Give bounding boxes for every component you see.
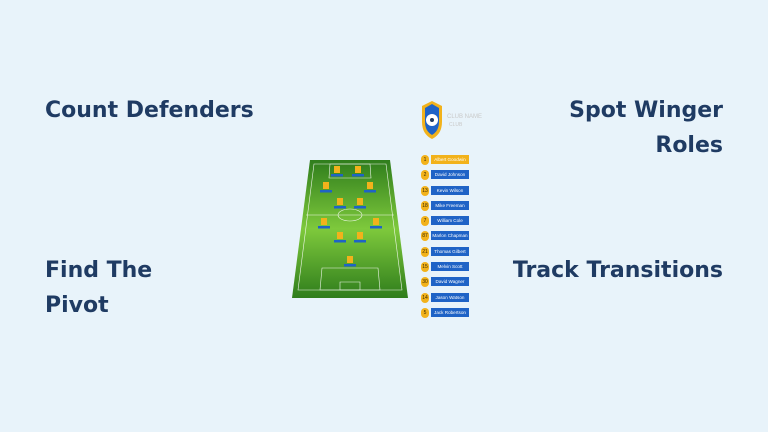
player-marker — [352, 166, 364, 177]
player-number: 14 — [421, 292, 429, 303]
player-marker — [354, 198, 366, 209]
club-name: CLUB NAME — [447, 114, 483, 120]
player-number: 21 — [421, 246, 429, 257]
player-marker — [354, 232, 366, 243]
heading-track-transitions: Track Transitions — [512, 258, 723, 283]
player-marker — [320, 182, 332, 193]
player-name: Albert Goodwin — [431, 155, 469, 164]
player-number: 87 — [421, 231, 429, 242]
player-name: David Johnson — [431, 170, 469, 180]
player-number: 5 — [421, 307, 429, 318]
player-number: 15 — [421, 262, 429, 273]
player-marker — [370, 218, 382, 229]
player-name: Mike Freeman — [431, 200, 469, 210]
player-name: Kevin Wilson — [431, 185, 469, 195]
player-number: 18 — [421, 200, 429, 211]
player-number: 30 — [421, 277, 429, 288]
heading-count-defenders: Count Defenders — [45, 98, 254, 123]
player-number: 1 — [421, 155, 429, 165]
player-number: 13 — [421, 185, 429, 196]
player-name: Marlon Chapman — [431, 231, 469, 241]
football-pitch-formation — [292, 160, 408, 298]
player-name: David Wagner — [431, 277, 469, 287]
player-marker — [364, 182, 376, 193]
player-number: 2 — [421, 170, 429, 181]
player-marker — [331, 166, 343, 177]
player-name: Jack Robertson — [431, 307, 469, 317]
player-name: William Cole — [431, 216, 469, 226]
club-badge-icon — [422, 101, 442, 139]
player-marker — [344, 256, 356, 267]
player-number: 7 — [421, 216, 429, 227]
player-markers — [318, 166, 382, 267]
club-subtitle: CLUB — [449, 122, 463, 128]
player-marker — [318, 218, 330, 229]
player-marker — [334, 198, 346, 209]
player-marker — [334, 232, 346, 243]
player-name: Thomas Gilbert — [431, 246, 469, 256]
player-name: Melvin Scott — [431, 262, 469, 272]
player-name: Jason Watson — [431, 292, 469, 302]
